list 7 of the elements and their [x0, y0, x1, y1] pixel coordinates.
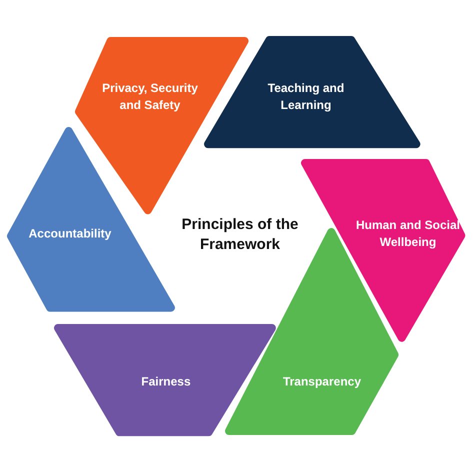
- segment-label: Human and Social Wellbeing: [354, 216, 461, 251]
- segment-label: Transparency: [282, 373, 362, 390]
- center-title: Principles of the Framework: [180, 215, 300, 255]
- segment-label: Accountability: [28, 225, 112, 242]
- segment-label: Teaching and Learning: [266, 80, 346, 114]
- segment-label: Privacy, Security and Safety: [101, 80, 199, 114]
- segment-label: Fairness: [140, 373, 192, 390]
